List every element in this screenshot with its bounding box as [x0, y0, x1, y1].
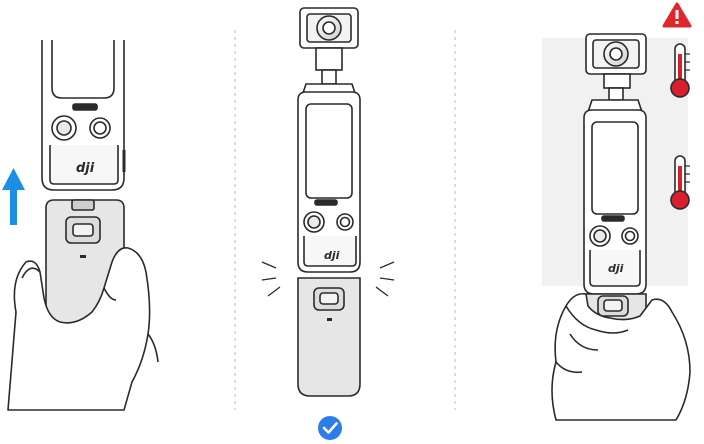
camera-body: dji	[298, 92, 360, 272]
screen-3	[592, 122, 638, 214]
panel-attach-grip: dji	[2, 40, 158, 410]
gimbal-camera	[300, 8, 358, 96]
up-arrow-icon	[2, 168, 25, 225]
panel-attached-ok: dji	[262, 8, 394, 440]
gimbal-camera-3	[586, 34, 646, 112]
screen	[306, 104, 352, 198]
check-circle-icon	[318, 416, 342, 440]
brand-logo-3: dji	[608, 262, 624, 275]
extension-grip-2	[298, 278, 360, 396]
camera-body-3: dji	[584, 110, 646, 294]
panel-high-temp-warning: dji	[542, 4, 690, 420]
brand-logo-2: dji	[324, 249, 340, 262]
brand-logo: dji	[76, 161, 95, 176]
camera-body-upper: dji	[42, 40, 124, 190]
warning-triangle-icon	[664, 4, 690, 26]
